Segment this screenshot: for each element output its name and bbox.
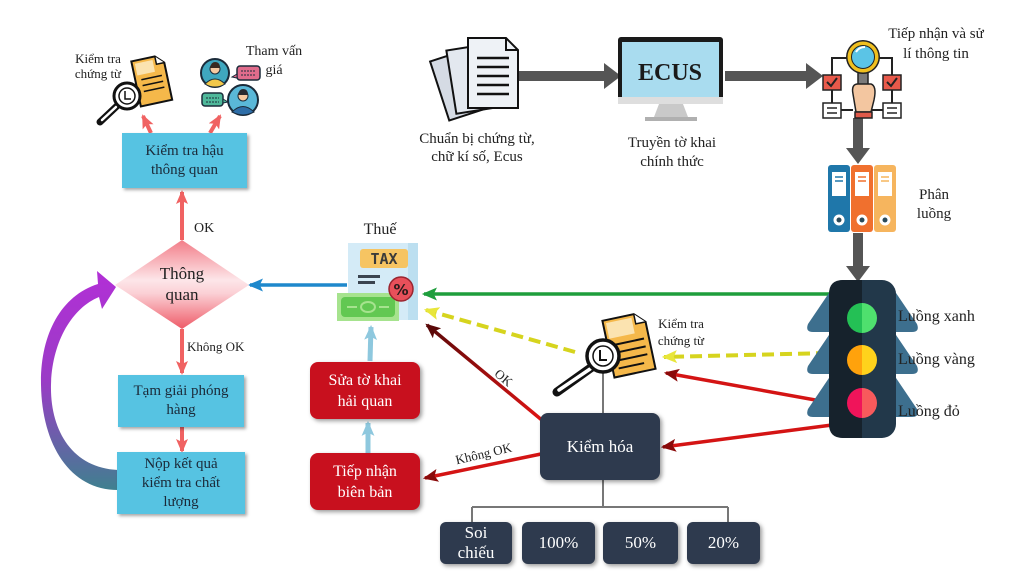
price-consult-label: Tham vấn giá: [240, 42, 308, 80]
arrow-prepare-to-ecus: [518, 63, 621, 89]
lane-label-red: Luồng đỏ: [898, 403, 960, 420]
arrow-receive-to-classify: [846, 118, 870, 164]
tax-badge-text: TAX: [370, 250, 397, 268]
label-line: Thông: [159, 264, 205, 283]
clearance-not-ok-label: Không OK: [187, 339, 245, 354]
people-chat-icon: [200, 58, 261, 116]
arrow-post-check-to-doc-check: [141, 114, 154, 134]
option-line: Soi: [464, 523, 488, 542]
temporary-release-box: Tạm giải phóng hàng: [118, 375, 244, 427]
receive-process-label: Tiếp nhận và sử lí thông tin: [874, 24, 998, 64]
option-line: 100%: [538, 533, 579, 552]
box-line: Tạm giải phóng: [133, 383, 229, 399]
box-line: thông quan: [150, 161, 219, 178]
box-line: kiểm tra chất: [141, 474, 221, 491]
label-line: Kiểm tra: [75, 51, 121, 66]
label-line: Tiếp nhận và sử: [888, 26, 984, 42]
clearance-ok-label: OK: [194, 221, 215, 236]
box-line: Sửa tờ khai: [328, 371, 402, 389]
green-light: [847, 303, 877, 333]
quality-result-box: Nộp kết quả kiểm tra chất lượng: [117, 452, 245, 514]
label-line: chữ kí số, Ecus: [431, 149, 523, 165]
arrow-doc-check-to-tax: [423, 307, 576, 354]
arrow-inspection-not-ok-to-record: [422, 452, 542, 482]
label-line: Kiểm tra: [658, 316, 704, 331]
label-line: chính thức: [640, 154, 704, 170]
yellow-light: [847, 345, 877, 375]
arrow-amend-to-tax: [364, 324, 378, 362]
clearance-diamond-label: Thông quan: [142, 263, 222, 305]
arrow-yellow-lane-to-doc-check: [661, 350, 829, 364]
label-line: Phân: [919, 187, 949, 203]
prepare-documents-label: Chuẩn bị chứng từ, chữ kí số, Ecus: [402, 130, 552, 166]
doc-check-label: Kiểm tra chứng từ: [62, 51, 134, 81]
traffic-light-icon: [807, 280, 918, 438]
arrow-red-lane-to-doc-check: [663, 368, 833, 405]
arrow-red-lane-to-inspection: [660, 423, 833, 452]
arrow-classify-to-traffic-light: [846, 233, 870, 282]
document-stack-icon: [428, 37, 519, 122]
box-line: hải quan: [337, 392, 393, 410]
clearance-diamond-shape: [115, 240, 249, 329]
box-line: Tiếp nhận: [333, 462, 397, 480]
label-line: giá: [265, 63, 283, 78]
inspection-option-50: 50%: [603, 522, 678, 564]
inspection-option-xray: Soi chiếu: [440, 522, 512, 564]
box-line: Kiểm tra hậu: [145, 142, 224, 159]
arrow-quality-back-to-clearance: [40, 271, 118, 490]
amend-declaration-box: Sửa tờ khai hải quan: [310, 362, 420, 419]
lane-label-green: Luồng xanh: [898, 308, 975, 325]
inspection-tree-connectors: [471, 480, 729, 522]
inspection-box: Kiểm hóa: [540, 413, 660, 480]
lane-label-yellow: Luồng vàng: [898, 351, 975, 368]
document-magnifier-icon: [96, 55, 174, 126]
label-line: Truyền tờ khai: [627, 135, 717, 151]
label-line: chứng từ: [74, 66, 122, 81]
label-line: Chuẩn bị chứng từ,: [419, 131, 535, 147]
tax-label: Thuế: [363, 221, 397, 238]
label-line: lí thông tin: [903, 46, 969, 62]
percent-sign: %: [393, 281, 408, 299]
box-line: Nộp kết quả: [144, 455, 218, 472]
label-line: chứng từ: [657, 333, 705, 348]
tax-document-icon: TAX %: [337, 243, 418, 321]
post-clearance-check-box: Kiểm tra hậu thông quan: [122, 133, 247, 188]
inspection-option-20: 20%: [687, 522, 760, 564]
receive-record-box: Tiếp nhận biên bản: [310, 453, 420, 510]
inspection-option-100: 100%: [522, 522, 595, 564]
ecus-monitor-icon: ECUS: [618, 37, 723, 121]
box-line: biên bản: [337, 483, 393, 501]
box-line: hàng: [166, 402, 196, 418]
arrow-inspection-ok-to-tax: [425, 323, 545, 423]
option-line: 20%: [707, 533, 740, 552]
arrow-ecus-to-receive: [725, 63, 823, 89]
option-line: 50%: [624, 533, 657, 552]
red-light: [847, 388, 877, 418]
option-line: chiếu: [457, 543, 495, 562]
label-line: Tham vấn: [245, 44, 303, 59]
magnifier-flowchart-icon: [822, 40, 902, 119]
arrow-post-check-to-price-consult: [208, 114, 222, 135]
binders-icon: [828, 165, 896, 232]
ecus-screen-text: ECUS: [638, 60, 702, 86]
label-line: luồng: [916, 206, 952, 222]
middle-doc-check-label: Kiểm tra chứng từ: [648, 315, 714, 349]
classify-label: Phân luồng: [904, 186, 964, 224]
transmit-declaration-label: Truyền tờ khai chính thức: [610, 134, 734, 172]
document-magnifier-icon-middle: [552, 313, 657, 413]
box-line: lượng: [163, 493, 199, 510]
label-line: quan: [165, 285, 199, 304]
